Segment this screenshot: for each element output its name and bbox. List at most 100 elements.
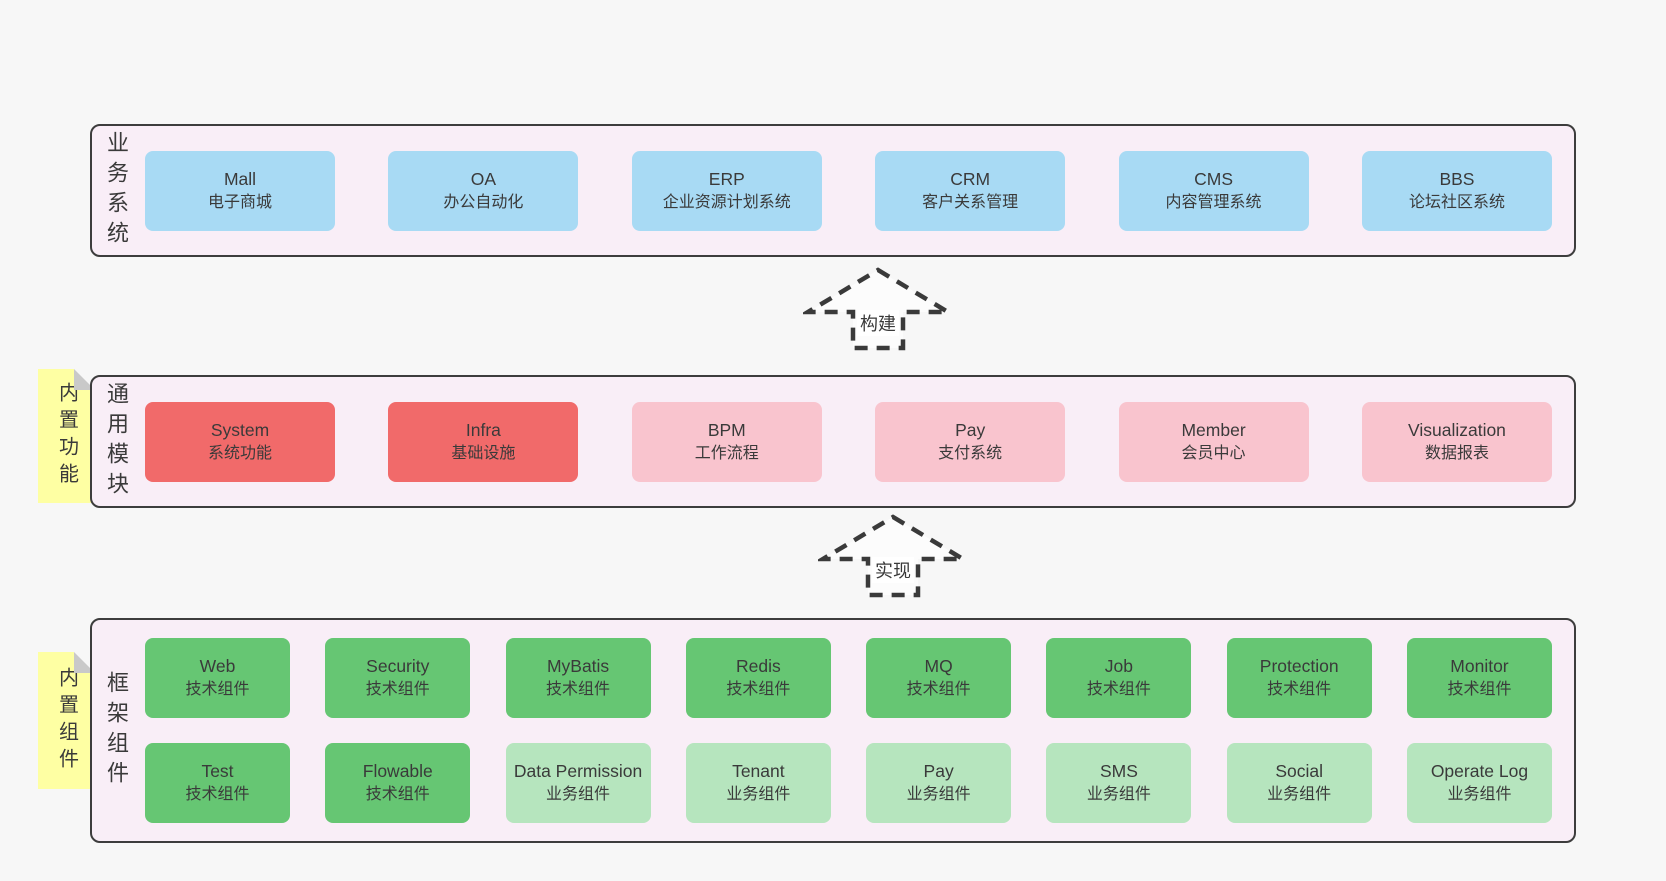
box-subtitle: 内容管理系统 — [1165, 193, 1262, 211]
box-title: Infra — [465, 419, 501, 440]
layer-framework-components-label: 框架组件 — [104, 670, 129, 791]
box-title: Web — [199, 656, 236, 676]
common-modules-row: System 系统功能 Infra 基础设施 BPM 工作流程 Pay 支付系统… — [145, 401, 1552, 482]
box-title: BBS — [1439, 168, 1475, 189]
note-built-in-features-label: 内置功能 — [55, 382, 78, 490]
box-mq: MQ 技术组件 — [866, 638, 1012, 718]
box-subtitle: 支付系统 — [938, 444, 1003, 462]
box-system: System 系统功能 — [145, 401, 335, 482]
box-title: CRM — [950, 168, 991, 189]
box-flowable: Flowable 技术组件 — [325, 743, 471, 823]
box-title: Social — [1275, 761, 1324, 781]
box-subtitle: 技术组件 — [906, 681, 971, 698]
box-security: Security 技术组件 — [325, 638, 471, 718]
box-title: Member — [1181, 419, 1246, 440]
arrow-implement: 实现 — [818, 513, 968, 598]
box-subtitle: 技术组件 — [1086, 681, 1151, 698]
box-tenant: Tenant 业务组件 — [685, 743, 831, 823]
box-title: Mall — [223, 168, 257, 189]
box-title: Data Permission — [513, 761, 643, 781]
box-subtitle: 数据报表 — [1424, 444, 1489, 462]
box-subtitle: 电子商城 — [207, 193, 272, 211]
box-subtitle: 办公自动化 — [443, 193, 524, 211]
layer-common-modules: 通用模块 System 系统功能 Infra 基础设施 BPM 工作流程 Pay… — [90, 375, 1576, 508]
box-pay-component: Pay 业务组件 — [866, 743, 1012, 823]
box-subtitle: 技术组件 — [1267, 681, 1332, 698]
box-title: BPM — [707, 419, 746, 440]
box-subtitle: 技术组件 — [546, 681, 611, 698]
box-crm: CRM 客户关系管理 — [875, 150, 1066, 231]
box-subtitle: 业务组件 — [726, 786, 791, 803]
arrow-build: 构建 — [803, 266, 953, 351]
note-built-in-features: 内置功能 — [38, 369, 95, 503]
box-data-permission: Data Permission 业务组件 — [505, 743, 651, 823]
framework-components-row-1: Web 技术组件 Security 技术组件 MyBatis 技术组件 Redi… — [145, 638, 1552, 718]
box-subtitle: 技术组件 — [185, 786, 250, 803]
box-oa: OA 办公自动化 — [388, 150, 579, 231]
box-title: OA — [470, 168, 497, 189]
box-web: Web 技术组件 — [145, 638, 290, 718]
box-title: Test — [201, 761, 234, 781]
box-subtitle: 技术组件 — [365, 786, 430, 803]
box-infra: Infra 基础设施 — [388, 401, 579, 482]
layer-common-modules-label: 通用模块 — [104, 381, 129, 502]
box-title: MQ — [924, 656, 953, 676]
note-built-in-components-label: 内置组件 — [55, 666, 78, 775]
box-mall: Mall 电子商城 — [145, 150, 335, 231]
box-subtitle: 业务组件 — [1447, 786, 1512, 803]
layer-business-systems-label: 业务系统 — [104, 130, 129, 251]
box-title: CMS — [1194, 168, 1233, 189]
box-mybatis: MyBatis 技术组件 — [505, 638, 651, 718]
box-sms: SMS 业务组件 — [1046, 743, 1192, 823]
box-title: ERP — [708, 168, 745, 189]
box-subtitle: 工作流程 — [694, 444, 759, 462]
business-systems-row: Mall 电子商城 OA 办公自动化 ERP 企业资源计划系统 CRM 客户关系… — [145, 150, 1552, 231]
box-subtitle: 技术组件 — [726, 681, 791, 698]
box-bbs: BBS 论坛社区系统 — [1361, 150, 1552, 231]
framework-components-row-2: Test 技术组件 Flowable 技术组件 Data Permission … — [145, 743, 1552, 823]
box-subtitle: 业务组件 — [1267, 786, 1332, 803]
box-operate-log: Operate Log 业务组件 — [1406, 743, 1552, 823]
dashed-up-arrow-icon — [818, 514, 968, 598]
box-title: SMS — [1099, 761, 1138, 781]
box-title: MyBatis — [546, 656, 610, 676]
box-job: Job 技术组件 — [1046, 638, 1192, 718]
box-subtitle: 基础设施 — [451, 444, 516, 462]
box-subtitle: 企业资源计划系统 — [662, 193, 791, 211]
box-title: Protection — [1259, 656, 1339, 676]
box-visualization: Visualization 数据报表 — [1361, 401, 1552, 482]
box-title: Job — [1104, 656, 1134, 676]
arrow-implement-label: 实现 — [872, 557, 914, 583]
layer-framework-components: 框架组件 Web 技术组件 Security 技术组件 MyBatis 技术组件… — [90, 618, 1576, 843]
box-subtitle: 技术组件 — [185, 681, 250, 698]
box-erp: ERP 企业资源计划系统 — [631, 150, 822, 231]
folded-corner-icon — [74, 652, 95, 673]
box-member: Member 会员中心 — [1118, 401, 1309, 482]
box-title: Operate Log — [1430, 761, 1529, 781]
box-pay-system: Pay 支付系统 — [875, 401, 1066, 482]
box-title: Security — [366, 656, 430, 676]
layer-business-systems: 业务系统 Mall 电子商城 OA 办公自动化 ERP 企业资源计划系统 CRM… — [90, 124, 1576, 257]
box-subtitle: 论坛社区系统 — [1408, 193, 1505, 211]
box-title: Tenant — [732, 761, 785, 781]
box-test: Test 技术组件 — [145, 743, 290, 823]
box-subtitle: 业务组件 — [1086, 786, 1151, 803]
box-title: Redis — [735, 656, 781, 676]
note-built-in-components: 内置组件 — [38, 652, 95, 789]
box-subtitle: 业务组件 — [906, 786, 971, 803]
box-bpm: BPM 工作流程 — [631, 401, 822, 482]
box-redis: Redis 技术组件 — [685, 638, 831, 718]
dashed-up-arrow-icon — [803, 267, 953, 351]
box-subtitle: 技术组件 — [1447, 681, 1512, 698]
box-subtitle: 业务组件 — [546, 786, 611, 803]
box-title: System — [210, 419, 270, 440]
box-title: Pay — [923, 761, 954, 781]
box-social: Social 业务组件 — [1226, 743, 1372, 823]
box-subtitle: 系统功能 — [207, 444, 272, 462]
box-subtitle: 技术组件 — [365, 681, 430, 698]
arrow-build-label: 构建 — [857, 310, 899, 336]
box-subtitle: 会员中心 — [1181, 444, 1246, 462]
box-title: Visualization — [1407, 419, 1506, 440]
box-title: Pay — [955, 419, 986, 440]
